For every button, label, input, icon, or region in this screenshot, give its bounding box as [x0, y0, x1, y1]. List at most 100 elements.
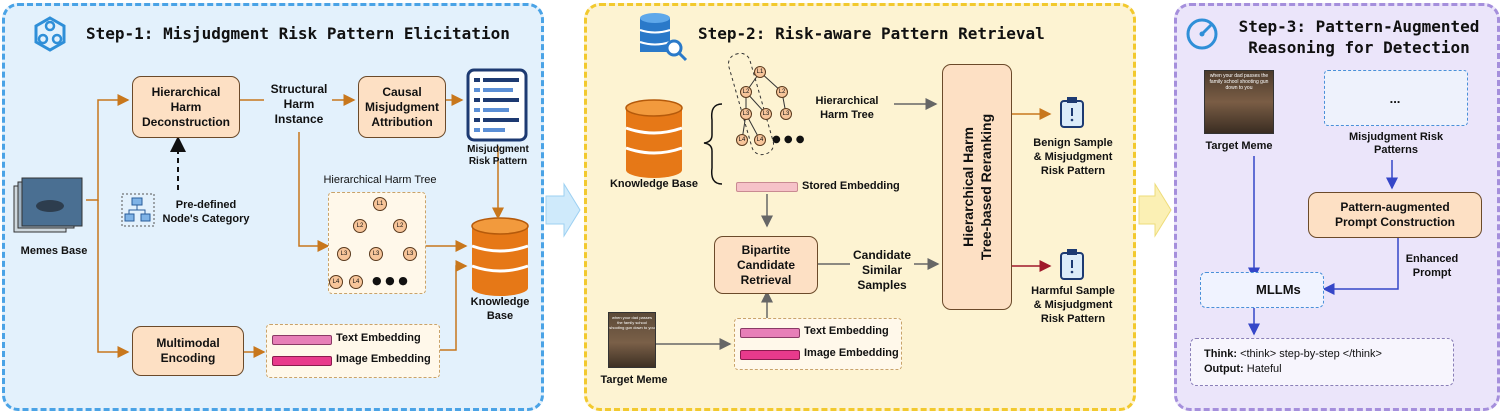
category-tree-icon: [121, 193, 155, 227]
step1-tree-node: L3: [337, 247, 351, 261]
output-label: Output:: [1204, 363, 1244, 375]
stored-embedding-label: Stored Embedding: [802, 180, 900, 192]
predefined-line-1: Pre-defined: [175, 199, 237, 211]
ep-line-2: Prompt: [1412, 267, 1452, 279]
target-icon: [1186, 18, 1218, 50]
patterns-line-2: Patterns: [1373, 144, 1419, 156]
mllms-label: MLLMs: [1256, 282, 1301, 297]
step1-tree-node: L3: [369, 247, 383, 261]
step2-knowledge-base-label: Knowledge Base: [609, 178, 699, 190]
network-icon: [34, 16, 66, 52]
causal-line-3: Attribution: [371, 114, 433, 129]
step2-tree-node: L3: [740, 108, 752, 120]
rerank-line-2: Tree-based Reranking: [978, 113, 994, 261]
pc-line-1: Pattern-augmented: [1340, 200, 1450, 214]
benign-line-3: Risk Pattern: [1040, 165, 1106, 177]
step1-tree-ellipsis: ● ● ●: [372, 274, 408, 287]
bcr-line-2: Candidate: [736, 257, 795, 272]
transition-arrow-2: [1138, 182, 1172, 238]
step1-image-embedding-bar: [272, 356, 332, 366]
brace-shape: [703, 103, 723, 185]
hhd-line-1: Hierarchical: [151, 84, 221, 99]
causal-line-1: Causal: [382, 84, 422, 99]
transition-arrow-1: [545, 182, 581, 238]
benign-line-2: & Misjudgment: [1033, 151, 1113, 163]
step2-tree-node: L3: [780, 108, 792, 120]
structural-line-2: Harm: [283, 97, 315, 111]
think-label: Think:: [1204, 348, 1237, 360]
step3-target-meme-label: Target Meme: [1205, 140, 1273, 152]
step2-image-embedding-bar: [740, 350, 800, 360]
cand-line-3: Samples: [857, 278, 907, 292]
harmful-line-3: Risk Pattern: [1040, 313, 1106, 325]
step2-image-embedding-label: Image Embedding: [804, 347, 899, 359]
step2-tree-node: L4: [736, 134, 748, 146]
output-box: [1190, 338, 1454, 386]
step3-arrows: [1248, 156, 1399, 336]
benign-clipboard-icon: [1060, 97, 1084, 128]
step2-target-meme-image: when your dad passes the family school s…: [608, 312, 656, 368]
structural-line-1: Structural: [270, 82, 328, 96]
step2-embeddings-container: [734, 318, 902, 370]
predefined-line-2: Node's Category: [162, 213, 250, 225]
hhd-line-3: Deconstruction: [141, 114, 230, 129]
step2-tree-node: L4: [754, 134, 766, 146]
cand-line-1: Candidate: [852, 248, 911, 262]
step1-tree-node: L2: [353, 219, 367, 233]
step3-target-meme-image: when your dad passes the family school s…: [1204, 70, 1274, 134]
think-text: <think> step-by-step </think>: [1240, 348, 1382, 360]
step1-tree-node: L2: [393, 219, 407, 233]
output-text: Hateful: [1246, 363, 1282, 375]
step1-harm-tree-label: Hierarchical Harm Tree: [323, 174, 437, 186]
step2-tree-node: L3: [760, 108, 772, 120]
mrp-line-1: Misjudgment: [467, 144, 529, 155]
mrp-line-2: Risk Pattern: [468, 156, 528, 167]
rerank-line-1: Hierarchical Harm: [960, 127, 976, 247]
ht2-line-2: Harm Tree: [820, 109, 874, 121]
mm-line-1: Multimodal: [156, 336, 220, 350]
knowledge-base-database-icon: [471, 217, 529, 296]
pattern-document-icon: [466, 68, 528, 142]
step1-tree-node: L4: [329, 275, 343, 289]
step2-tree-node: L1: [754, 66, 766, 78]
step1-text-embedding-bar: [272, 335, 332, 345]
ht2-line-1: Hierarchical: [815, 95, 879, 107]
patterns-ellipsis: ...: [1389, 91, 1401, 106]
mm-line-2: Encoding: [160, 351, 216, 365]
think-line: Think: <think> step-by-step </think>: [1204, 348, 1444, 361]
harmful-clipboard-icon: [1060, 249, 1084, 280]
step2-title: Step-2: Risk-aware Pattern Retrieval: [698, 24, 1045, 43]
step3-title-line-2: Reasoning for Detection: [1248, 38, 1470, 57]
kb1-line-1: Knowledge: [470, 296, 530, 308]
patterns-line-1: Misjudgment Risk: [1348, 131, 1444, 143]
structural-line-3: Instance: [274, 112, 324, 126]
step2-arrows: [656, 98, 940, 350]
mllms-box: [1200, 272, 1324, 308]
cand-line-2: Similar: [861, 263, 903, 277]
patterns-container: [1324, 70, 1468, 126]
bcr-line-3: Retrieval: [740, 272, 792, 287]
step2-tree-ellipsis: ● ● ●: [772, 134, 805, 145]
step1-image-embedding-label: Image Embedding: [336, 353, 431, 365]
step1-title: Step-1: Misjudgment Risk Pattern Elicita…: [86, 24, 510, 43]
hhd-line-2: Harm: [170, 99, 202, 114]
causal-line-2: Misjudgment: [365, 99, 439, 114]
memes-base-label: Memes Base: [20, 245, 88, 257]
step3-title-line-1: Step-3: Pattern-Augmented: [1238, 17, 1480, 36]
step3-meme-caption: when your dad passes the family school s…: [1209, 73, 1269, 91]
step1-tree-node: L3: [403, 247, 417, 261]
